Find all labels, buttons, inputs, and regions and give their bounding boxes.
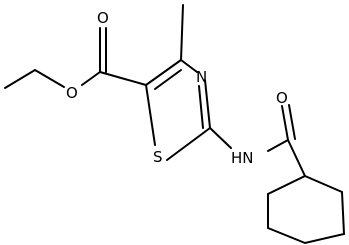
bond-ester-c-ring [99, 71, 147, 86]
bond-n-c4 [180, 59, 198, 73]
bond-c2-nh [209, 127, 232, 149]
bond-o-carbonyl [81, 71, 101, 86]
bond-c2-n-inner [198, 85, 204, 129]
atom-ring-nitrogen: N [196, 68, 207, 86]
atom-ether-oxygen: O [66, 84, 78, 102]
atom-amide-nh: HN [231, 149, 254, 167]
bond-methyl [180, 4, 184, 61]
bond-c5-s [145, 84, 156, 146]
bond-c5-c4 [145, 59, 182, 86]
bond-amide-c=o-1 [281, 105, 289, 141]
bond-ethyl-ch3 [4, 69, 36, 89]
cyclohexane-ring [267, 174, 346, 245]
bond-s-c2 [166, 127, 211, 161]
bond-c2-n [204, 79, 211, 129]
atom-amide-oxygen: O [276, 89, 288, 107]
bond-nh-carbonyl [267, 139, 289, 152]
bond-ethyl-ch2-o [34, 69, 65, 88]
bond-c5-c4-inner [154, 69, 182, 90]
bond-amide-c=o-2 [288, 104, 296, 140]
atom-carbonyl-oxygen-ester: O [97, 9, 109, 27]
bond-carbonyl-cyclohexyl [287, 139, 306, 177]
atom-ring-sulfur: S [153, 148, 163, 166]
